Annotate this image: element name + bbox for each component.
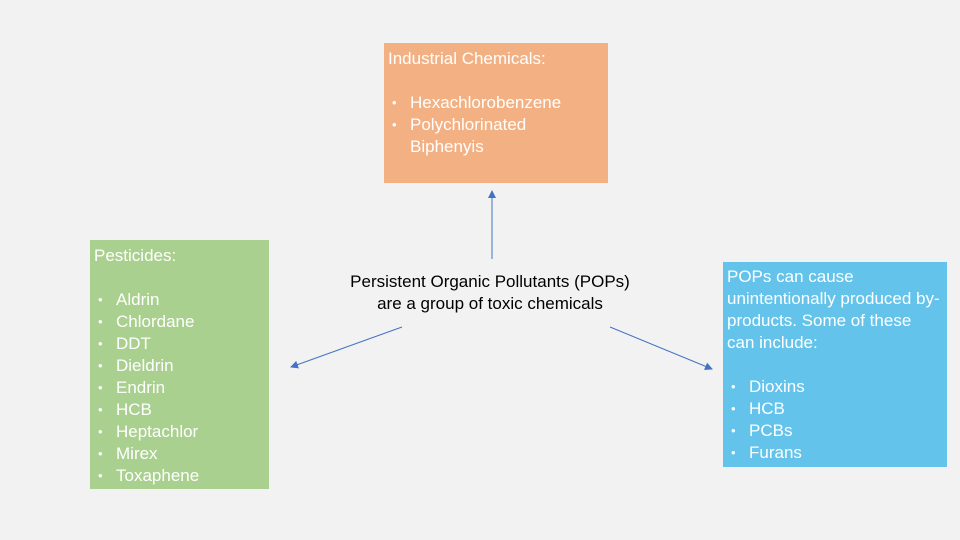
arrow-to-byproducts [609, 326, 713, 371]
industrial-chemicals-box: Industrial Chemicals: Hexachlorobenzene … [384, 43, 608, 183]
pesticides-box: Pesticides: Aldrin Chlordane DDT Dieldri… [90, 240, 269, 489]
industrial-title: Industrial Chemicals: [388, 49, 546, 68]
byproducts-list: Dioxins HCB PCBs Furans [727, 376, 943, 464]
list-item: HCB [727, 398, 943, 420]
center-line-1: Persistent Organic Pollutants (POPs) [350, 272, 630, 291]
list-item: Dioxins [727, 376, 943, 398]
list-item: Aldrin [94, 289, 265, 311]
pesticides-title: Pesticides: [94, 246, 177, 265]
list-item: Chlordane [94, 311, 265, 333]
list-item: Mirex [94, 443, 265, 465]
pesticides-list: Aldrin Chlordane DDT Dieldrin Endrin HCB… [94, 289, 265, 487]
list-item: Endrin [94, 377, 265, 399]
byproducts-box: POPs can cause unintentionally produced … [723, 262, 947, 467]
byproducts-title: POPs can cause unintentionally produced … [727, 267, 940, 352]
list-item: Toxaphene [94, 465, 265, 487]
list-item: Dieldrin [94, 355, 265, 377]
list-item: Polychlorinated Biphenyis [388, 114, 604, 158]
list-item: HCB [94, 399, 265, 421]
list-item: PCBs [727, 420, 943, 442]
center-line-2: are a group of toxic chemicals [377, 294, 603, 313]
industrial-list: Hexachlorobenzene Polychlorinated Biphen… [388, 92, 604, 158]
list-item: Furans [727, 442, 943, 464]
list-item: Heptachlor [94, 421, 265, 443]
arrow-to-pesticides [290, 326, 403, 369]
center-statement: Persistent Organic Pollutants (POPs) are… [320, 271, 660, 315]
list-item: DDT [94, 333, 265, 355]
list-item: Hexachlorobenzene [388, 92, 604, 114]
